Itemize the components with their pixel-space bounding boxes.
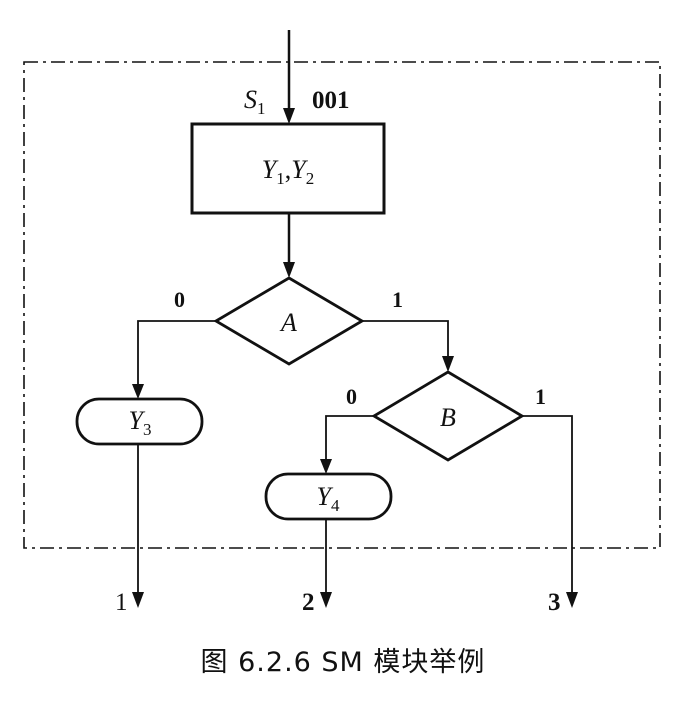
output-y3 <box>75 397 204 446</box>
exit-1-arrowhead <box>132 592 144 608</box>
output-y3-label: Y3 <box>129 406 152 439</box>
state-outputs: Y1,Y2 <box>262 155 314 188</box>
a-branch-0-arrowhead <box>132 384 144 399</box>
output-y4-label: Y4 <box>317 482 340 515</box>
sm-block-border <box>23 61 661 549</box>
exit-3-arrowhead <box>566 592 578 608</box>
decision-a <box>213 276 365 366</box>
decision-b-label: B <box>440 403 456 432</box>
state-to-a-arrowhead <box>283 262 295 278</box>
exit-label-1: 1 <box>115 589 128 616</box>
decision-a-branch-0: 0 <box>174 287 185 312</box>
decision-a-branch-1: 1 <box>392 287 403 312</box>
exit-label-3: 3 <box>548 589 561 616</box>
a-branch-1-arrowhead <box>442 356 454 372</box>
a-branch-1-line <box>362 320 449 360</box>
state-code: 001 <box>312 87 350 114</box>
entry-arrowhead <box>283 108 295 124</box>
decision-b <box>371 370 525 462</box>
output-y4 <box>264 472 393 521</box>
exit-label-2: 2 <box>302 589 315 616</box>
b-branch-0-line <box>325 415 374 463</box>
state-name: S1 <box>244 85 266 118</box>
b-branch-0-arrowhead <box>320 459 332 474</box>
decision-b-branch-1: 1 <box>535 384 546 409</box>
decision-a-label: A <box>279 308 297 337</box>
exit-2-arrowhead <box>320 592 332 608</box>
decision-b-branch-0: 0 <box>346 384 357 409</box>
a-branch-0-line <box>137 320 216 388</box>
state-box <box>190 122 386 215</box>
exit-3-line <box>522 415 573 596</box>
figure-caption: 图 6.2.6 SM 模块举例 <box>200 647 486 678</box>
